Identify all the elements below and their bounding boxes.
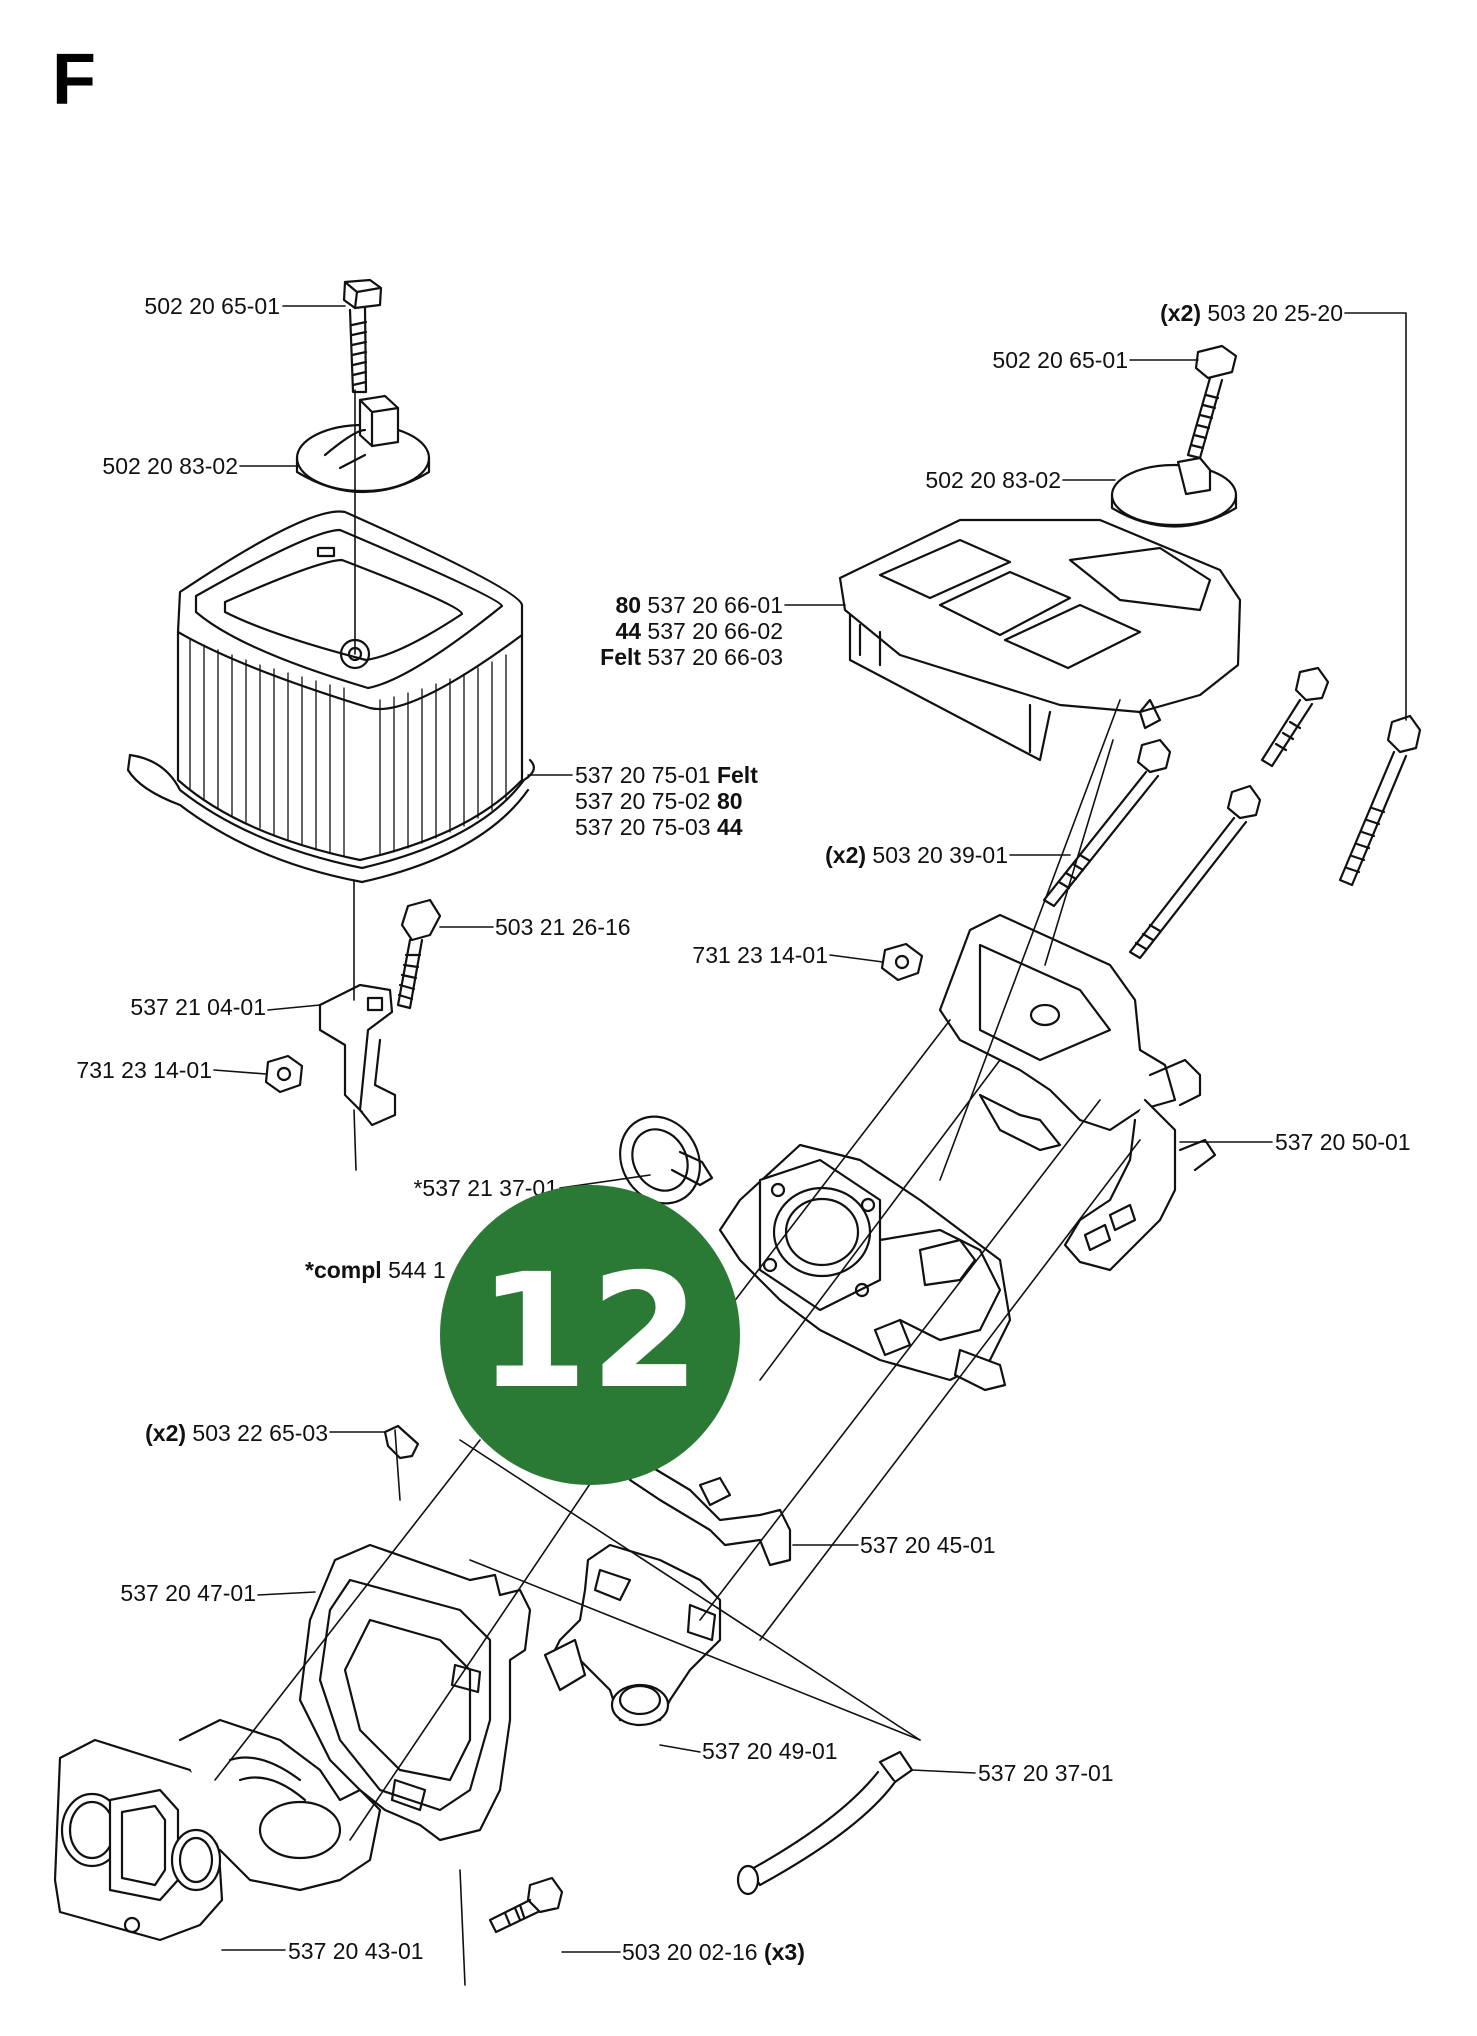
label-502-20-83-02-right: 502 20 83-02 (925, 467, 1061, 493)
label-compl-544: *compl 544 1 (305, 1257, 446, 1283)
holder-537-20-50-01 (938, 913, 1217, 1272)
section-letter: F (52, 40, 96, 120)
label-537-20-49-01: 537 20 49-01 (702, 1738, 838, 1764)
gasket-537-20-47-01 (298, 1543, 532, 1842)
label-537-20-43-01: 537 20 43-01 (288, 1938, 424, 1964)
screw-502-20-65-01-right (1186, 344, 1238, 460)
carburetor (718, 1143, 1012, 1392)
hose-537-20-37-01 (736, 1750, 914, 1896)
label-502-20-65-01-left: 502 20 65-01 (144, 293, 280, 319)
label-537-20-66-02: 44 537 20 66-02 (615, 618, 783, 644)
screw-long-upper (1260, 666, 1330, 768)
nut-731-23-14-01-right (880, 942, 924, 982)
label-537-20-66-01: 80 537 20 66-01 (615, 592, 783, 618)
bracket-537-21-04-01 (318, 983, 397, 1127)
screw-503-20-39-01 (1042, 738, 1172, 908)
label-503-20-25-20: (x2) 503 20 25-20 (1160, 300, 1343, 326)
screw-503-20-02-16 (488, 1876, 564, 1934)
elbow-537-20-49-01 (543, 1543, 722, 1727)
label-503-22-65-03: (x2) 503 22 65-03 (145, 1420, 328, 1446)
label-503-20-02-16: 503 20 02-16 (x3) (622, 1939, 805, 1965)
filter-housing-537-20-66 (838, 518, 1242, 762)
label-537-20-37-01: 537 20 37-01 (978, 1760, 1114, 1786)
screw-502-20-65-01-left (342, 278, 383, 394)
label-503-21-26-16: 503 21 26-16 (495, 914, 631, 940)
screw-503-22-65-03 (383, 1424, 420, 1460)
cover-nut-502-20-83-02-right (1110, 456, 1238, 528)
screw-503-20-25-20 (1338, 714, 1422, 887)
label-537-20-50-01: 537 20 50-01 (1275, 1129, 1411, 1155)
nut-731-23-14-01-left (264, 1054, 304, 1094)
label-502-20-65-01-right: 502 20 65-01 (992, 347, 1128, 373)
label-537-20-75-03: 537 20 75-03 44 (575, 814, 743, 840)
page-number-text: 12 (478, 1240, 702, 1424)
label-731-23-14-01-left: 731 23 14-01 (76, 1057, 212, 1083)
label-537-20-75-02: 537 20 75-02 80 (575, 788, 743, 814)
label-502-20-83-02-left: 502 20 83-02 (102, 453, 238, 479)
part-537-20-45-01 (628, 1458, 792, 1567)
screw-503-21-26-16 (396, 898, 442, 1010)
label-537-20-45-01: 537 20 45-01 (860, 1532, 996, 1558)
part-537-21-37-01 (619, 1115, 714, 1205)
label-537-21-04-01: 537 21 04-01 (130, 994, 266, 1020)
screw-long-middle (1128, 784, 1262, 960)
air-filter-element (126, 510, 535, 884)
label-537-20-47-01: 537 20 47-01 (120, 1580, 256, 1606)
cover-nut-502-20-83-02-left (295, 394, 431, 493)
label-503-20-39-01: (x2) 503 20 39-01 (825, 842, 1008, 868)
intake-flange-537-20-43-01 (53, 1718, 382, 1942)
label-731-23-14-01-right: 731 23 14-01 (692, 942, 828, 968)
leader-lines (213, 305, 1407, 1986)
page-number-badge: 12 (440, 1185, 740, 1485)
label-537-20-75-01: 537 20 75-01 Felt (575, 762, 758, 788)
label-537-20-66-03: Felt 537 20 66-03 (600, 644, 783, 670)
